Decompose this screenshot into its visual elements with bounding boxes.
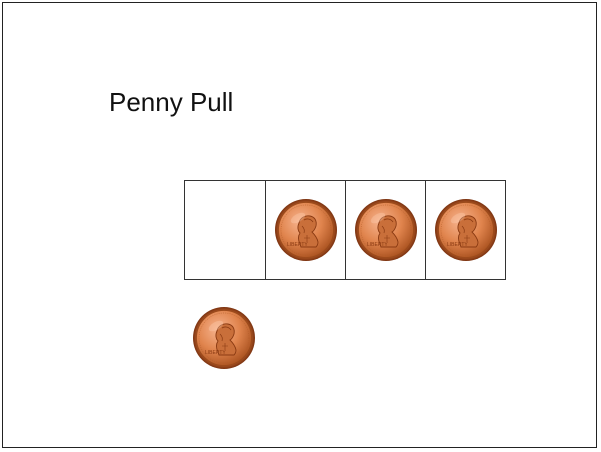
frame-cell-1 <box>185 180 265 280</box>
penny-frame <box>184 180 506 280</box>
slide-title: Penny Pull <box>109 87 233 118</box>
penny-coin-icon <box>192 306 256 370</box>
frame-cell-3[interactable] <box>346 180 426 280</box>
frame-cell-2[interactable] <box>266 180 346 280</box>
frame-cell-4[interactable] <box>426 180 506 280</box>
penny-coin-icon <box>434 198 498 262</box>
loose-penny[interactable] <box>192 306 256 370</box>
slide: Penny Pull <box>2 2 597 448</box>
penny-coin-icon <box>354 198 418 262</box>
penny-coin-icon <box>274 198 338 262</box>
